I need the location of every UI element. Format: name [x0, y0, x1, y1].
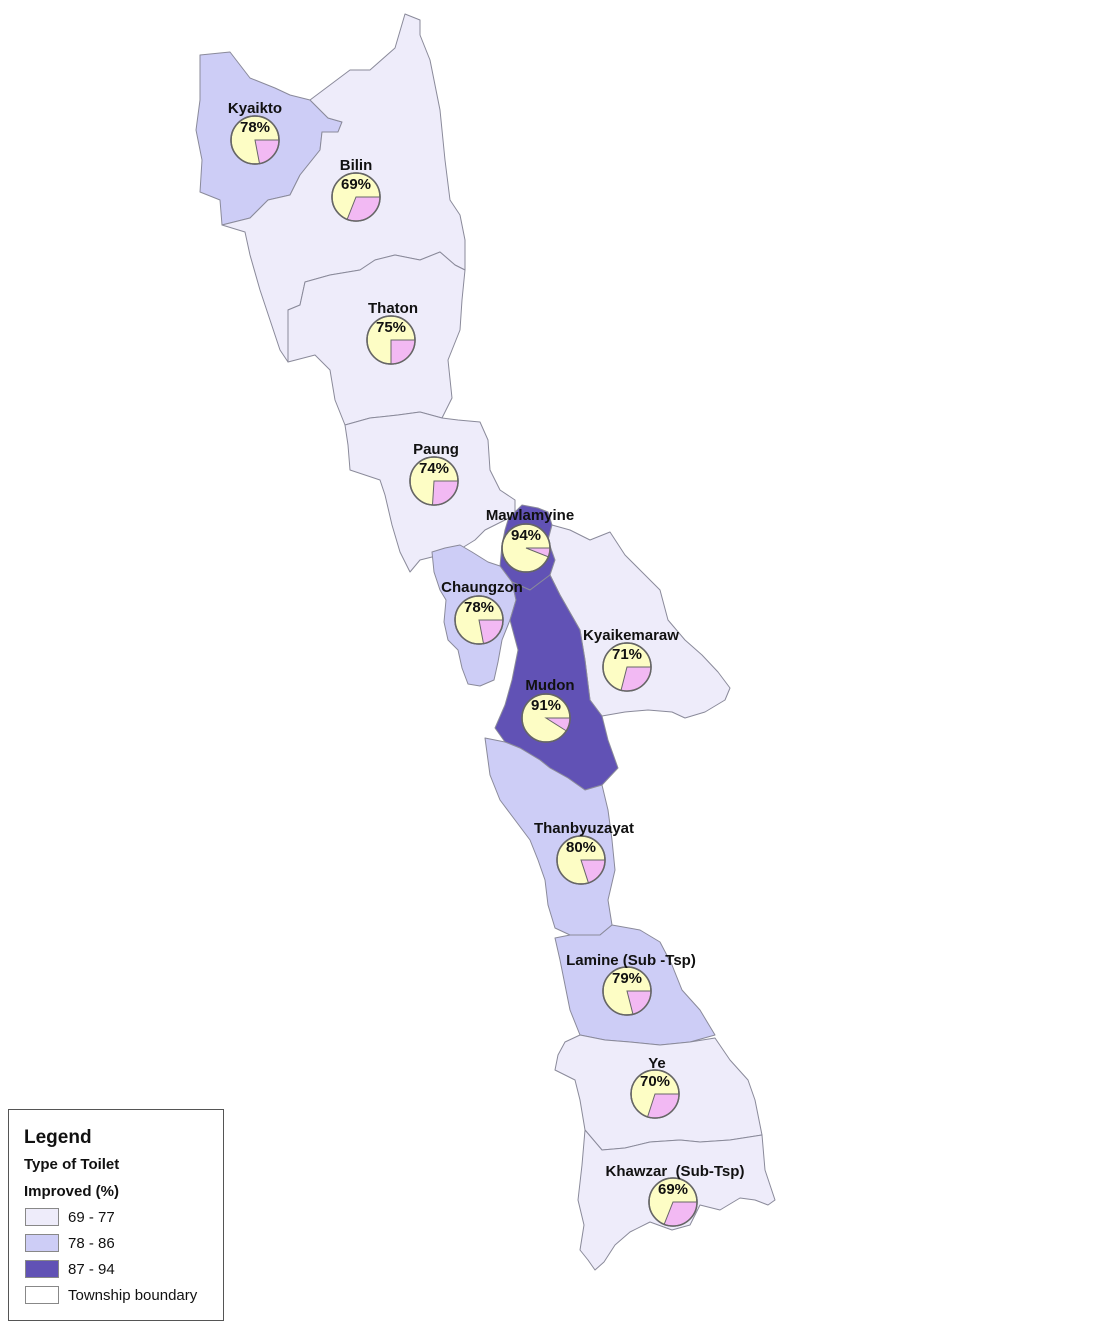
township-name-label: Ye [648, 1055, 666, 1072]
pie-outline [556, 835, 606, 885]
township-name-label: Mudon [525, 677, 574, 694]
pie-percent-label: 91% [531, 697, 561, 714]
pie-outline [648, 1177, 698, 1227]
legend-item-mid: 78 - 86 [25, 1233, 115, 1253]
pie-paung: 74% Paung [409, 441, 459, 506]
township-name-label: Paung [413, 441, 459, 458]
legend-label-low: 69 - 77 [68, 1208, 115, 1226]
pie-percent-label: 75% [376, 319, 406, 336]
pie-percent-label: 78% [240, 119, 270, 136]
pie-ye: 70%Ye [630, 1055, 680, 1119]
legend-swatch-low [25, 1208, 59, 1226]
pie-outline [602, 642, 652, 692]
pie-percent-label: 69% [341, 176, 371, 193]
legend-item-boundary: Township boundary [25, 1285, 197, 1305]
township-name-label: Lamine (Sub -Tsp) [566, 952, 696, 969]
township-name-label: Kyaikto [228, 100, 282, 117]
pie-thaton: 75% Thaton [366, 300, 418, 365]
township-name-label: Bilin [340, 157, 373, 174]
township-pies: 78% Kyaikto 69% Bilin 75% Thaton 74% Paung 94% Ma… [228, 100, 745, 1227]
legend: Legend Type of Toilet Improved (%) 69 - … [8, 1109, 224, 1321]
pie-outline [331, 172, 381, 222]
legend-label-boundary: Township boundary [68, 1286, 198, 1304]
legend-swatch-high [25, 1260, 59, 1278]
township-name-label: Thaton [368, 300, 418, 317]
pie-percent-label: 80% [566, 839, 596, 856]
legend-title: Legend [24, 1127, 92, 1148]
pie-kyaikto: 78% Kyaikto [228, 100, 282, 165]
pie-outline [501, 523, 551, 573]
legend-subtitle-type: Type of Toilet [24, 1156, 120, 1173]
pie-outline [366, 315, 416, 365]
legend-item-high: 87 - 94 [25, 1259, 115, 1279]
pie-percent-label: 79% [612, 970, 642, 987]
pie-outline [630, 1069, 680, 1119]
pie-kyaikemaraw: 71% Kyaikemaraw [583, 627, 679, 692]
pie-khawzar-sub-tsp: 69%Khawzar (Sub-Tsp) [606, 1163, 745, 1227]
pie-percent-label: 71% [612, 646, 642, 663]
pie-mudon: 91% Mudon [521, 677, 575, 743]
pie-percent-label: 78% [464, 599, 494, 616]
pie-thanbyuzayat: 80% Thanbyuzayat [534, 820, 634, 885]
legend-label-mid: 78 - 86 [68, 1234, 115, 1252]
pie-percent-label: 69% [658, 1181, 688, 1198]
pie-mawlamyine: 94% Mawlamyine [486, 507, 574, 573]
pie-bilin: 69% Bilin [331, 157, 381, 222]
legend-item-low: 69 - 77 [25, 1207, 115, 1227]
pie-outline [454, 595, 504, 645]
pie-outline [409, 456, 459, 506]
pie-lamine-sub-tsp: 79%Lamine (Sub -Tsp) [566, 952, 696, 1016]
legend-label-high: 87 - 94 [68, 1260, 115, 1278]
township-name-label: Khawzar (Sub-Tsp) [606, 1163, 745, 1180]
legend-swatch-mid [25, 1234, 59, 1252]
pie-chaungzon: 78% Chaungzon [441, 579, 523, 645]
township-name-label: Chaungzon [441, 579, 523, 596]
township-name-label: Kyaikemaraw [583, 627, 679, 644]
pie-outline [230, 115, 280, 165]
pie-percent-label: 70% [640, 1073, 670, 1090]
legend-swatch-boundary [25, 1286, 59, 1304]
pie-outline [602, 966, 652, 1016]
pie-percent-label: 74% [419, 460, 449, 477]
legend-subtitle-improved: Improved (%) [24, 1183, 120, 1200]
township-name-label: Thanbyuzayat [534, 820, 634, 837]
pie-percent-label: 94% [511, 527, 541, 544]
pie-outline [521, 693, 571, 743]
township-thanbyuzayat [484, 737, 616, 936]
township-name-label: Mawlamyine [486, 507, 574, 524]
